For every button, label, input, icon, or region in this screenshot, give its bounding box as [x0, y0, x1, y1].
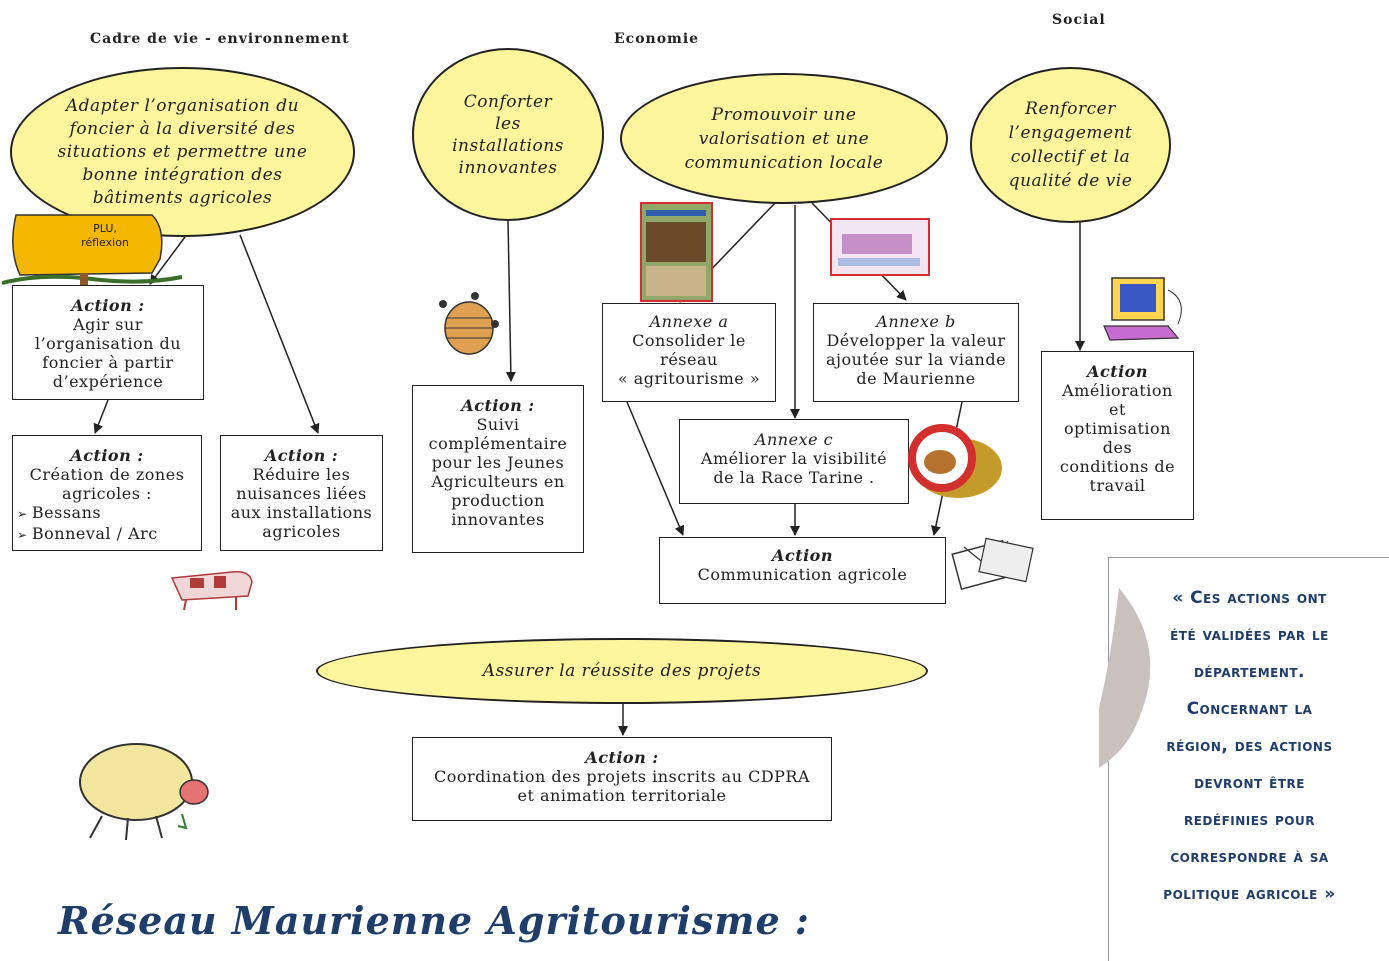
sheep-icon [79, 743, 209, 841]
heading-economie: Economie [614, 31, 700, 47]
box-annexe-c-body: Améliorer la visibilité de la Race Tarin… [700, 449, 888, 487]
logo-icon [830, 218, 930, 276]
box-zones-head: Action : [70, 446, 144, 465]
box-coordination-body: Coordination des projets inscrits au CDP… [433, 767, 811, 805]
signpost-icon [2, 214, 183, 285]
sign-label: PLU, réflexion [81, 222, 129, 249]
ellipse-installations-text: Conforter les installations innovantes [452, 91, 564, 178]
box-zones: Action : Création de zones agricoles : B… [12, 435, 202, 551]
ellipse-reussite-text: Assurer la réussite des projets [482, 661, 762, 681]
note-text: « Ces actions ont été validées par le dé… [1163, 588, 1336, 904]
box-suivi-body: Suivi complémentaire pour les Jeunes Agr… [428, 415, 568, 529]
list-item: Bessans [17, 503, 201, 524]
box-suivi: Action : Suivi complémentaire pour les J… [412, 385, 584, 553]
note-decoration [1099, 588, 1151, 768]
box-nuisances-body: Réduire les nuisances liées aux installa… [230, 465, 373, 541]
box-agir-head: Action : [71, 296, 145, 315]
note-panel: « Ces actions ont été validées par le dé… [1099, 557, 1389, 961]
list-item: Bonneval / Arc [17, 524, 201, 545]
box-nuisances: Action : Réduire les nuisances liées aux… [220, 435, 383, 551]
box-annexe-a: Annexe a Consolider le réseau « agritour… [602, 303, 776, 402]
box-coordination-head: Action : [585, 748, 659, 767]
box-communication-head: Action [772, 546, 833, 565]
cow-icon [170, 570, 253, 611]
mail-icon [951, 537, 1034, 591]
box-suivi-head: Action : [461, 396, 535, 415]
ellipse-foncier-text: Adapter l’organisation du foncier à la d… [57, 95, 308, 208]
bottom-title: Réseau Maurienne Agritourisme : [58, 898, 810, 943]
box-agir-body: Agir sur l’organisation du foncier à par… [34, 315, 182, 391]
box-amelioration: Action Amélioration et optimisation des … [1041, 351, 1194, 520]
box-communication: Action Communication agricole [659, 537, 946, 604]
box-zones-list: Bessans Bonneval / Arc [13, 503, 201, 545]
arrow-agir-zones [93, 399, 109, 434]
arrow-annexe-a-comm [626, 401, 685, 536]
box-annexe-a-head: Annexe a [649, 312, 729, 331]
arrow-installations-suivi [505, 219, 516, 382]
box-annexe-c: Annexe c Améliorer la visibilité de la R… [679, 419, 909, 504]
box-amelioration-head: Action [1087, 362, 1148, 381]
box-annexe-b-head: Annexe b [876, 312, 956, 331]
brochure-icon [640, 202, 713, 302]
box-communication-body: Communication agricole [697, 565, 908, 584]
box-zones-body: Création de zones agricoles : [29, 465, 185, 503]
box-nuisances-head: Action : [264, 446, 339, 465]
computer-icon [1103, 277, 1182, 341]
box-amelioration-body: Amélioration et optimisation des conditi… [1059, 381, 1176, 495]
box-annexe-c-head: Annexe c [754, 430, 834, 449]
arrow-foncier-nuisances [239, 234, 320, 434]
box-annexe-b-body: Développer la valeur ajoutée sur la vian… [825, 331, 1007, 388]
beehive-icon [439, 292, 499, 355]
ellipse-promouvoir-text: Promouvoir une valorisation et une commu… [684, 104, 884, 173]
ellipse-renforcer: Renforcer l’engagement collectif et la q… [970, 67, 1171, 223]
ellipse-promouvoir: Promouvoir une valorisation et une commu… [620, 73, 948, 204]
ellipse-reussite: Assurer la réussite des projets [316, 638, 928, 704]
box-agir: Action : Agir sur l’organisation du fonc… [12, 285, 204, 400]
arrow-foncier-agir [149, 236, 186, 285]
heading-environnement: Cadre de vie - environnement [90, 31, 350, 47]
box-coordination: Action : Coordination des projets inscri… [412, 737, 832, 821]
ellipse-installations: Conforter les installations innovantes [412, 48, 604, 221]
cow-sign-icon [908, 424, 1002, 498]
box-annexe-a-body: Consolider le réseau « agritourisme » [617, 331, 761, 388]
ellipse-renforcer-text: Renforcer l’engagement collectif et la q… [1008, 99, 1133, 191]
box-annexe-b: Annexe b Développer la valeur ajoutée su… [813, 303, 1019, 402]
heading-social: Social [1052, 12, 1106, 28]
ellipse-foncier: Adapter l’organisation du foncier à la d… [10, 67, 355, 237]
